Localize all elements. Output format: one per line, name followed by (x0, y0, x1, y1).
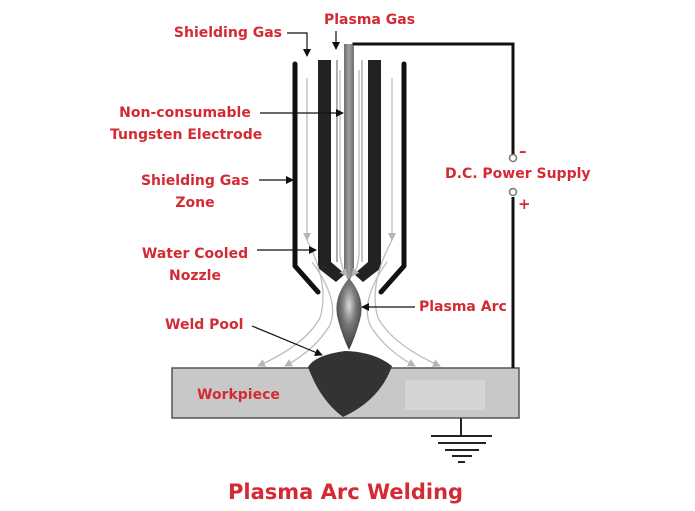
ground-icon (431, 418, 492, 463)
label-plasma-arc: Plasma Arc (419, 299, 507, 315)
label-electrode-line1: Non-consumable (119, 105, 251, 121)
label-shielding-gas: Shielding Gas (173, 25, 282, 41)
workpiece-highlight (405, 380, 485, 410)
label-power-supply: D.C. Power Supply (445, 166, 591, 182)
diagram-title: Plasma Arc Welding (228, 480, 464, 504)
label-plasma-gas: Plasma Gas (324, 12, 416, 28)
label-positive: + (518, 195, 531, 213)
label-electrode-line2: Tungsten Electrode (110, 127, 263, 143)
water-cooled-nozzle-left (318, 60, 345, 282)
label-workpiece: Workpiece (197, 387, 280, 403)
label-nozzle-line1: Water Cooled (141, 246, 249, 262)
outer-nozzle-left (292, 61, 321, 295)
power-wire-top (352, 42, 515, 154)
outer-nozzle-right (378, 61, 407, 295)
plasma-arc (336, 278, 362, 350)
gas-flow-lines (257, 70, 441, 367)
label-negative: – (519, 142, 527, 160)
leader-lines (251, 31, 415, 357)
label-shielding-zone-line2: Zone (175, 195, 215, 211)
water-cooled-nozzle-right (354, 60, 381, 282)
positive-terminal (508, 187, 518, 197)
negative-terminal (508, 153, 518, 163)
weld-pool (308, 351, 392, 417)
label-shielding-zone-line1: Shielding Gas (140, 173, 250, 189)
label-nozzle-line2: Nozzle (169, 268, 221, 284)
label-weld-pool: Weld Pool (165, 317, 244, 333)
tungsten-electrode (344, 44, 354, 282)
